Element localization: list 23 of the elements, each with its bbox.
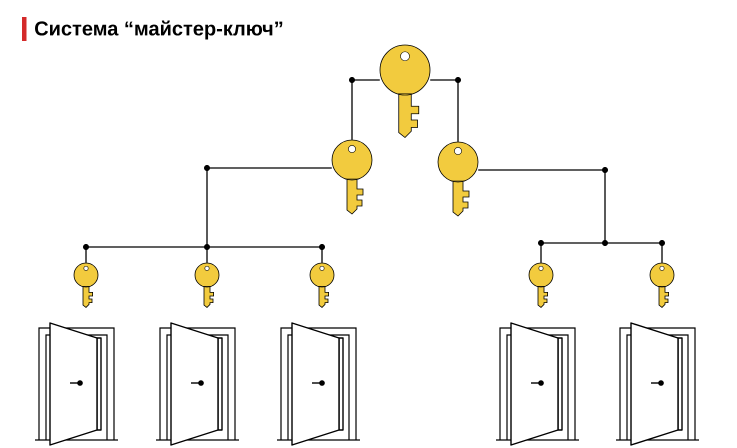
key-drawing xyxy=(332,140,372,215)
key-drawing xyxy=(74,262,98,308)
door-drawing xyxy=(616,322,699,446)
connector-line xyxy=(207,246,323,263)
connector-line xyxy=(605,242,663,263)
connector-line xyxy=(351,79,380,140)
key-drawing xyxy=(380,44,430,138)
connector-line xyxy=(85,246,207,263)
door-drawing xyxy=(277,322,360,446)
door-drawing xyxy=(156,322,239,446)
connector-line xyxy=(478,169,606,243)
connector-line xyxy=(206,167,332,247)
key-drawing xyxy=(528,262,554,308)
key-drawing xyxy=(310,262,334,308)
door-drawing xyxy=(496,322,579,446)
key-drawing xyxy=(650,262,674,308)
connector-line xyxy=(206,247,208,263)
title: Система “майстер-ключ” xyxy=(35,20,282,40)
key-drawing xyxy=(438,142,478,217)
connector-line xyxy=(540,242,605,263)
door-drawing xyxy=(35,322,118,446)
connector-line xyxy=(430,79,459,142)
key-drawing xyxy=(194,262,220,308)
